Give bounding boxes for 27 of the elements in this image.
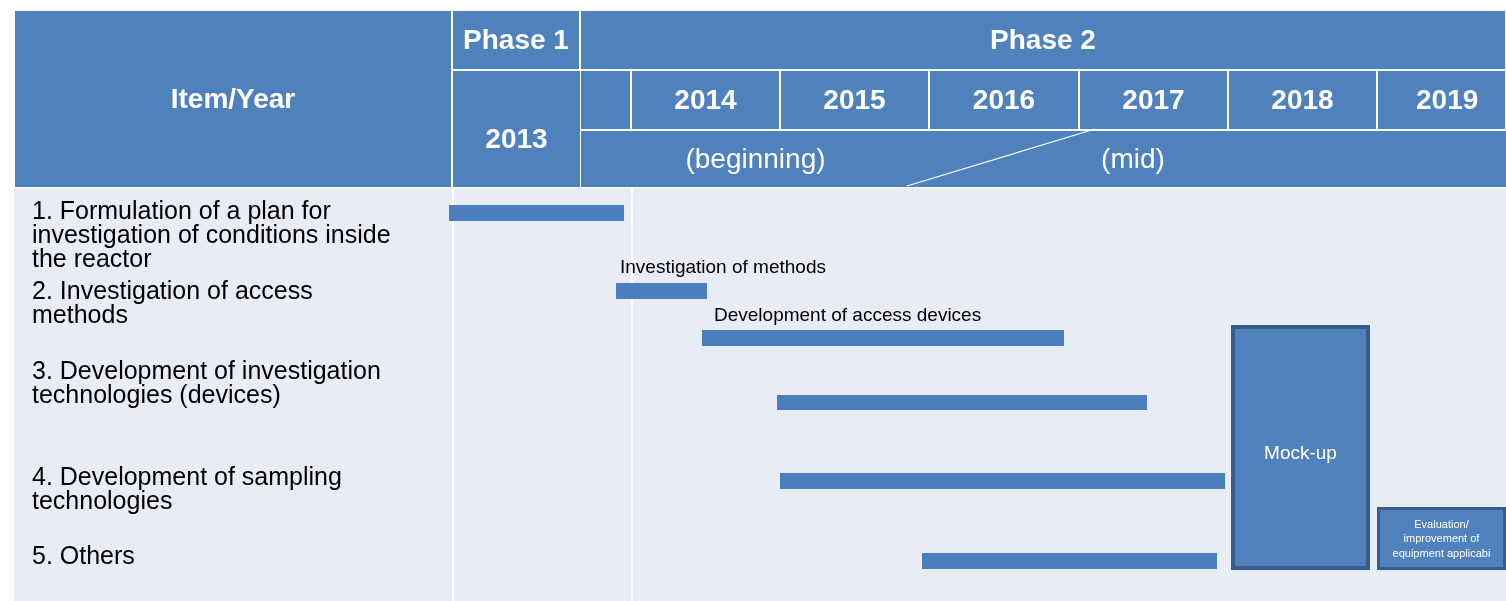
- row-label: 3. Development of investigation technologies (devices): [32, 359, 382, 407]
- bar-label: Investigation of methods: [620, 256, 826, 278]
- gantt-bar: [616, 283, 707, 299]
- table-header-cell: 2017: [1079, 70, 1228, 130]
- table-header-cell: 2018: [1228, 70, 1377, 130]
- table-header-cell: Phase 2: [580, 10, 1506, 70]
- bar-label: Development of access devices: [714, 304, 982, 326]
- row-label: 1. Formulation of a plan for investigation of conditions inside the reactor: [32, 199, 392, 271]
- table-header-cell: 2015: [780, 70, 929, 130]
- gantt-bar: [922, 553, 1217, 569]
- row-label: 5. Others: [32, 544, 136, 568]
- table-header-cell: 2016: [929, 70, 1079, 130]
- table-header-cell: (mid): [930, 130, 1506, 188]
- gantt-bar: [777, 395, 1147, 410]
- table-header-cell: Phase 1: [452, 10, 580, 70]
- table-header-cell: 2019: [1377, 70, 1506, 130]
- row-label: 2. Investigation of access methods: [32, 279, 314, 327]
- row-label: 4. Development of sampling technologies: [32, 465, 343, 513]
- table-header-cell: (beginning): [580, 130, 930, 188]
- table-header-cell: 2013: [452, 70, 580, 188]
- table-header-cell: Item/Year: [14, 10, 452, 188]
- phase-block: Mock-up: [1231, 325, 1370, 570]
- table-header-cell: 2014: [631, 70, 780, 130]
- gantt-bar: [702, 330, 1064, 346]
- gantt-bar: [780, 473, 1225, 489]
- gantt-bar: [449, 205, 624, 221]
- activity-block: Evaluation/ improvement of equipment applicabi: [1377, 507, 1506, 570]
